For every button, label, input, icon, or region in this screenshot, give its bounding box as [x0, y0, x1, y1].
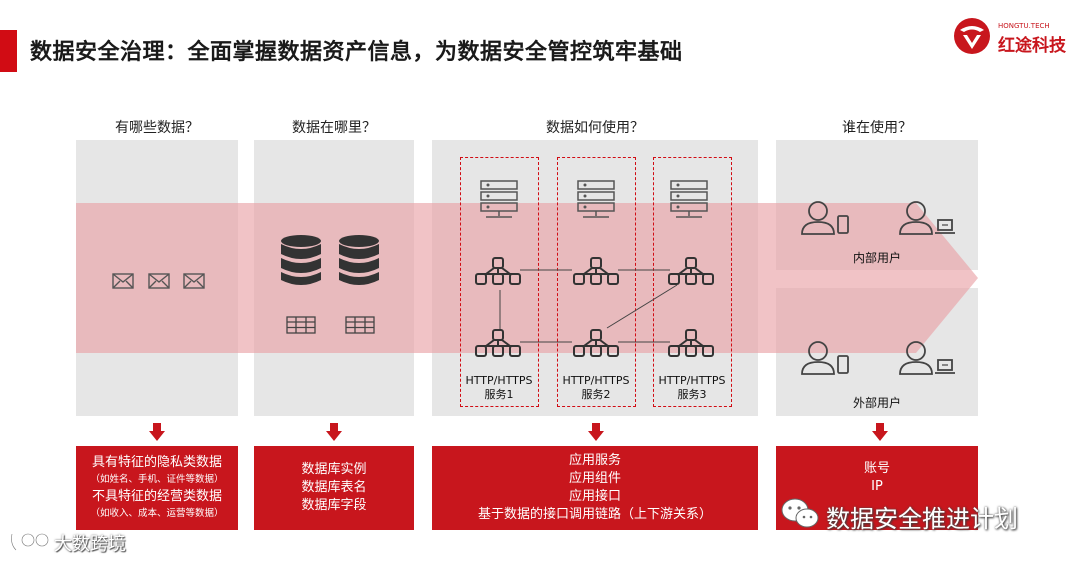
- server-icon-2: [577, 180, 615, 218]
- database-icon-2: [339, 235, 379, 285]
- service-box-3: [653, 157, 732, 407]
- component-node-3-top: [668, 257, 714, 285]
- table-icon-1: [286, 316, 316, 334]
- component-node-3-bottom: [668, 329, 714, 357]
- down-arrow-icon-4: [872, 423, 888, 441]
- component-node-1-bottom: [475, 329, 521, 357]
- service-box-1: [460, 157, 539, 407]
- title-accent-bar: [0, 30, 17, 72]
- result-box-data-types: 具有特征的隐私类数据 （如姓名、手机、证件等数据） 不具特征的经营类数据 （如收…: [76, 446, 238, 530]
- user-laptop-icon-internal: [899, 201, 955, 235]
- down-arrow-icon-1: [149, 423, 165, 441]
- service-3-label: HTTP/HTTPS 服务3: [658, 374, 726, 401]
- component-node-2-bottom: [573, 329, 619, 357]
- user-phone-icon-internal: [801, 201, 849, 235]
- internal-users-label: 内部用户: [852, 251, 901, 265]
- user-phone-icon-external: [801, 341, 849, 375]
- external-users-label: 外部用户: [852, 396, 901, 410]
- down-arrow-icon-2: [326, 423, 342, 441]
- component-link-graph: [475, 257, 714, 357]
- watermark-logo-icon: [10, 533, 49, 551]
- server-icon-1: [480, 180, 518, 218]
- column-heading-what: 有哪些数据？: [115, 120, 199, 136]
- service-2-label: HTTP/HTTPS 服务2: [562, 374, 630, 401]
- envelope-icons: [112, 273, 205, 289]
- column-heading-where: 数据在哪里？: [292, 120, 376, 136]
- server-icon-3: [670, 180, 708, 218]
- hongtu-logo-icon: [954, 18, 990, 54]
- watermark-right: 数据安全推进计划: [826, 505, 1018, 533]
- result-box-data-usage: 应用服务 应用组件 应用接口 基于数据的接口调用链路（上下游关系）: [432, 446, 758, 530]
- column-heading-how: 数据如何使用？: [546, 120, 644, 136]
- database-icon-1: [281, 235, 321, 285]
- component-node-1-top: [475, 257, 521, 285]
- service-box-2: [557, 157, 636, 407]
- down-arrow-icon-3: [588, 423, 604, 441]
- logo-subtitle: HONGTU.TECH: [998, 22, 1050, 30]
- result-box-data-location: 数据库实例 数据库表名 数据库字段: [254, 446, 414, 530]
- service-1-label: HTTP/HTTPS 服务1: [465, 374, 533, 401]
- page-title: 数据安全治理：全面掌握数据资产信息，为数据安全管控筑牢基础: [30, 40, 683, 65]
- column-heading-who: 谁在使用？: [842, 120, 912, 136]
- table-icon-2: [345, 316, 375, 334]
- watermark-left: 大数跨境: [54, 534, 126, 555]
- component-node-2-top: [573, 257, 619, 285]
- user-laptop-icon-external: [899, 341, 955, 375]
- logo-name: 红途科技: [998, 36, 1066, 56]
- wechat-icon: [781, 498, 819, 528]
